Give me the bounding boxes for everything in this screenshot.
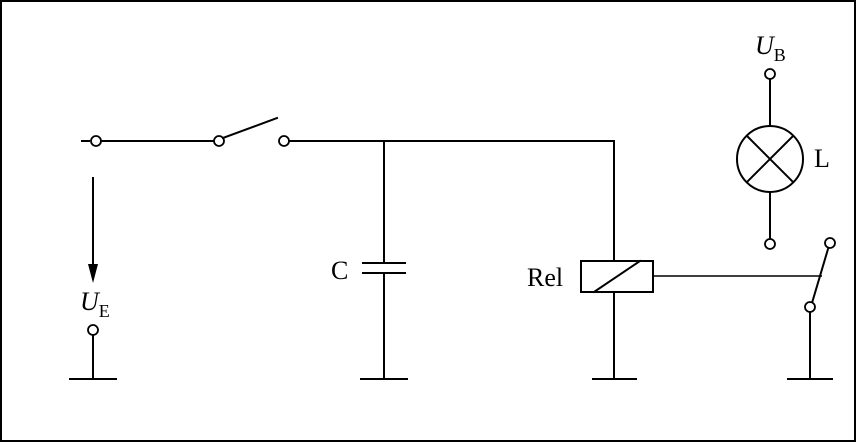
top-wire-right (288, 140, 615, 261)
switch-symbol (213, 116, 290, 147)
input-terminal (90, 135, 102, 147)
input-voltage-subscript: E (99, 301, 110, 321)
relay-contact (787, 237, 836, 380)
supply-terminal (764, 68, 776, 80)
lamp-cross-2 (745, 134, 795, 184)
capacitor-label: C (331, 256, 348, 285)
input-voltage-symbol: U (80, 287, 101, 316)
lamp-symbol (736, 125, 804, 193)
relay-contact-terminal-top (824, 237, 836, 249)
input-voltage-label: UE (80, 287, 110, 321)
relay-label: Rel (527, 263, 563, 292)
input-ground-terminal (87, 324, 99, 336)
switch-lever (221, 116, 279, 140)
relay-contact-lever (810, 247, 830, 305)
lamp-label: L (814, 144, 830, 173)
supply-voltage-label: UB (755, 31, 786, 65)
relay-coil-diagonal (592, 259, 642, 294)
input-voltage-arrow (88, 177, 98, 283)
supply-voltage-subscript: B (774, 45, 786, 65)
supply-voltage-symbol: U (755, 31, 776, 60)
switch-terminal-right (278, 135, 290, 147)
relay-contact-terminal-bottom (804, 301, 816, 313)
arrow-head (88, 264, 98, 283)
lamp-bottom-terminal (764, 238, 776, 250)
switch-terminal-left (213, 135, 225, 147)
